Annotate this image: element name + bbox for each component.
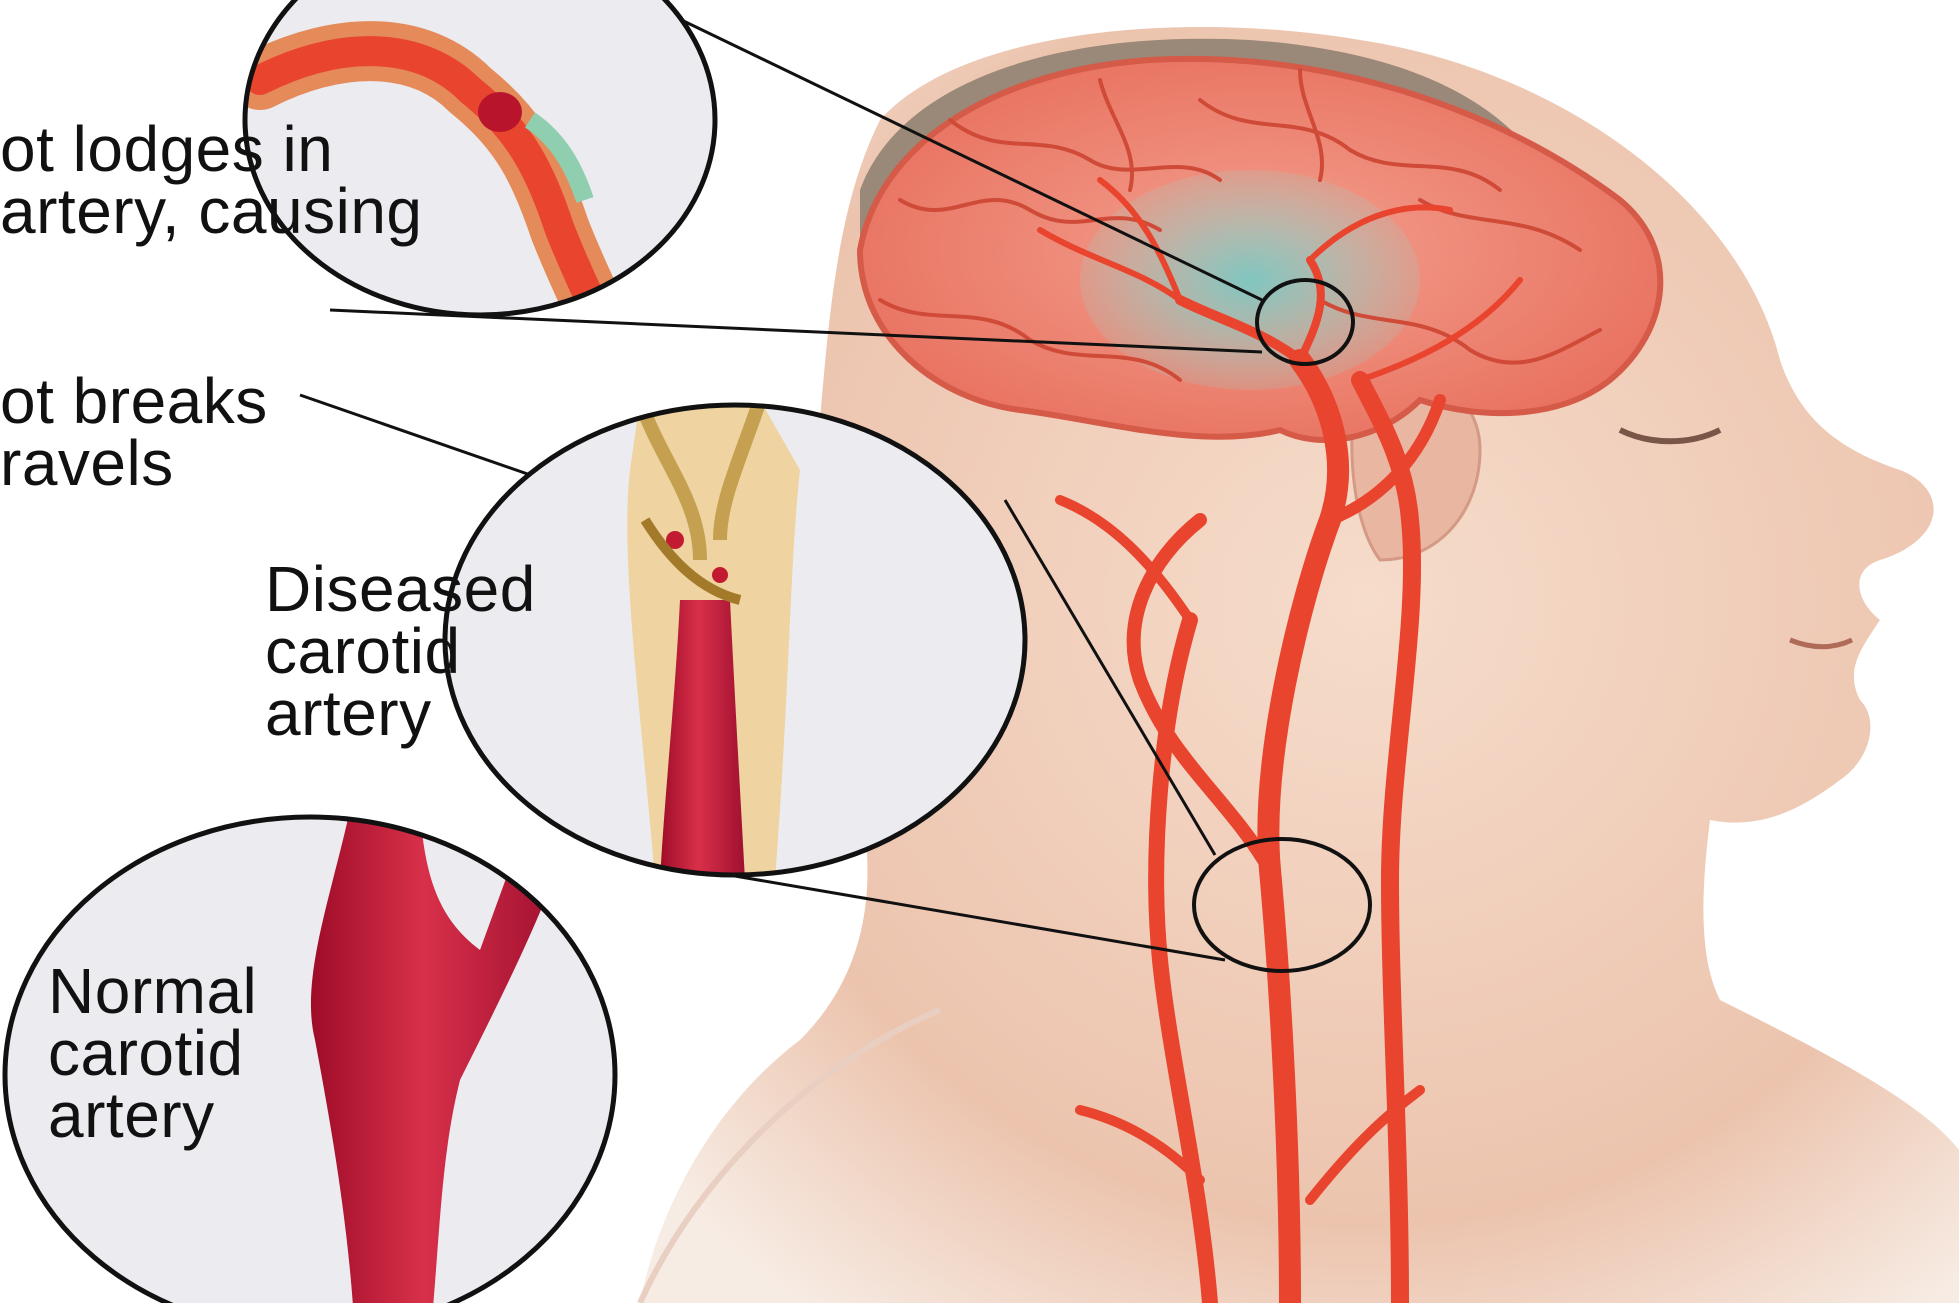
label-diseased-carotid: Diseased carotid artery xyxy=(265,558,536,744)
label-clot-breaks: ot breaks ravels xyxy=(0,370,268,494)
label-clot-lodges: ot lodges in artery, causing xyxy=(0,118,423,242)
label-normal-carotid: Normal carotid artery xyxy=(48,960,257,1146)
